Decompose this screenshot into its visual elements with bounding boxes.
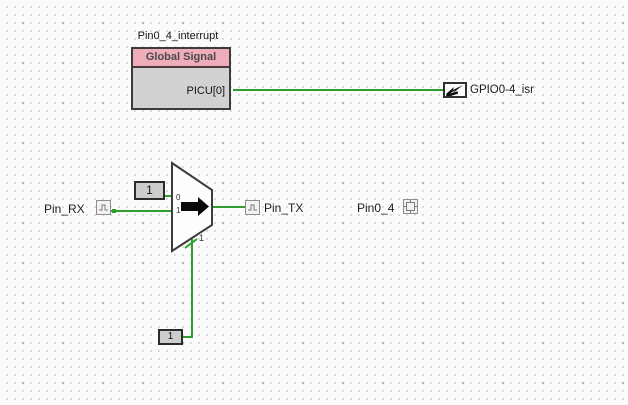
pin-ticks-icon <box>404 200 417 213</box>
logic-high-top[interactable]: 1 <box>134 181 165 200</box>
global-signal-instance-label[interactable]: Pin0_4_interrupt <box>137 30 219 42</box>
isr-component[interactable] <box>443 82 467 98</box>
pin-rx-component[interactable] <box>96 200 111 215</box>
pin04-label[interactable]: Pin0_4 <box>357 201 395 215</box>
pin-waveform-icon <box>248 204 257 211</box>
mux-select-label: 1 <box>199 233 205 243</box>
global-signal-block[interactable]: Global Signal PICU[0] <box>131 47 231 110</box>
interrupt-lightning-icon <box>445 85 463 96</box>
logic-high-bottom[interactable]: 1 <box>158 329 183 345</box>
isr-label[interactable]: GPIO0-4_isr <box>470 84 534 96</box>
picu-terminal-label: PICU[0] <box>186 85 225 97</box>
pin-waveform-icon <box>99 204 108 211</box>
wire-junction-dot <box>112 209 116 213</box>
mux-arrow-icon <box>181 197 209 216</box>
wire-const-to-mux-select[interactable] <box>182 239 193 338</box>
pin-tx-component[interactable] <box>245 200 260 215</box>
bus-width-tick <box>184 238 198 249</box>
global-signal-type-label: Global Signal <box>133 49 229 68</box>
pin-rx-label[interactable]: Pin_RX <box>44 202 85 216</box>
pin-tx-label[interactable]: Pin_TX <box>264 201 304 215</box>
pin04-component[interactable] <box>403 199 418 214</box>
mux-input0-label: 0 <box>176 193 181 202</box>
mux-input1-label: 1 <box>176 206 181 215</box>
